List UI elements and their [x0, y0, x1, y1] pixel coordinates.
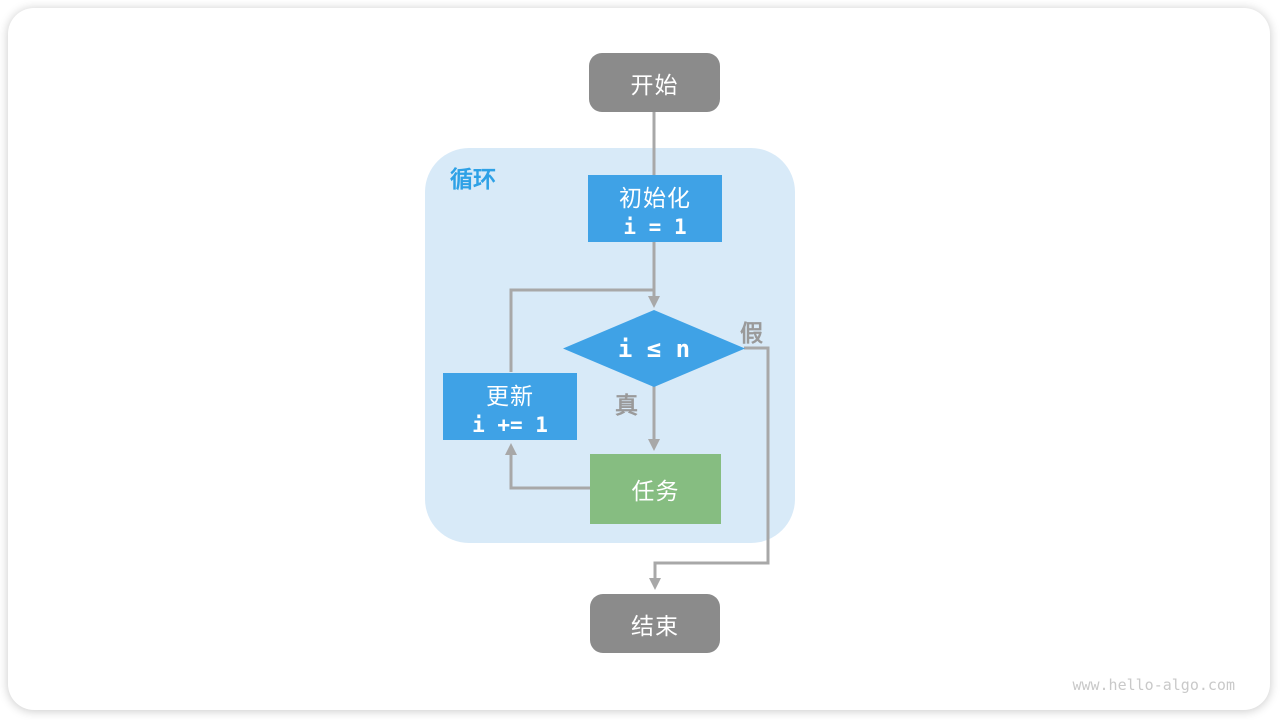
task-node: 任务	[590, 454, 721, 524]
loop-region-label: 循环	[450, 166, 496, 192]
update-node: 更新 i += 1	[443, 373, 577, 440]
true-branch-label: 真	[615, 392, 638, 418]
false-branch-label: 假	[740, 320, 763, 346]
end-node: 结束	[590, 594, 720, 653]
condition-expression: i ≤ n	[617, 334, 691, 363]
init-node-title: 初始化	[619, 184, 691, 211]
update-node-code: i += 1	[472, 412, 548, 437]
start-node-label: 开始	[630, 71, 679, 98]
end-node-label: 结束	[631, 612, 679, 639]
start-node: 开始	[589, 53, 720, 112]
init-node: 初始化 i = 1	[588, 175, 722, 242]
update-node-title: 更新	[486, 382, 534, 409]
init-node-code: i = 1	[623, 214, 687, 239]
watermark-text: www.hello-algo.com	[1072, 676, 1235, 694]
task-node-label: 任务	[631, 478, 680, 504]
